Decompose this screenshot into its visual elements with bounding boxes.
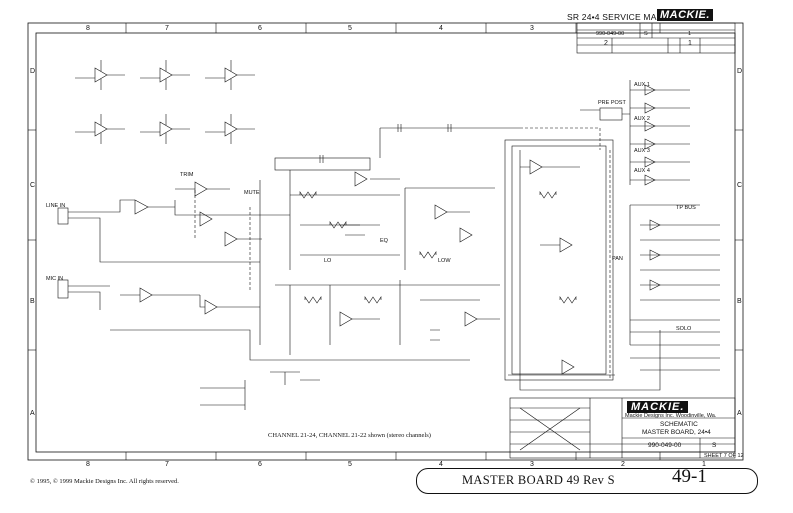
- title-block-rev: S: [712, 442, 717, 449]
- grid-col-4-top: 4: [439, 25, 443, 32]
- grid-row-d-right: D: [737, 68, 743, 75]
- grid-col-5-bottom: 5: [348, 461, 352, 468]
- title-block-board: MASTER BOARD, 24•4: [642, 429, 711, 436]
- label-tp-bus: TP BUS: [676, 205, 696, 211]
- grid-col-3-top: 3: [530, 25, 534, 32]
- grid-row-b-right: B: [737, 298, 742, 305]
- grid-col-1-bottom: 1: [702, 461, 706, 468]
- grid-row-b-left: B: [30, 298, 35, 305]
- brand-logo: MACKIE.: [657, 9, 713, 21]
- grid-col-6-top: 6: [258, 25, 262, 32]
- grid-row-c-right: C: [737, 182, 743, 189]
- grid-col-8-bottom: 8: [86, 461, 90, 468]
- grid-row-a-left: A: [30, 410, 35, 417]
- grid-col-4-bottom: 4: [439, 461, 443, 468]
- title-block-doc: 990-049-00: [648, 442, 682, 449]
- label-lo: LO: [324, 258, 332, 264]
- schematic-caption: CHANNEL 21-24, CHANNEL 21-22 shown (ster…: [268, 432, 431, 439]
- label-mute: MUTE: [244, 190, 260, 196]
- label-aux-4: AUX 4: [634, 168, 650, 174]
- grid-col-8-top: 8: [86, 25, 90, 32]
- rev-sheet-number: 1: [688, 31, 692, 37]
- title-block-brand: MACKIE.: [627, 401, 689, 413]
- label-pre-post: PRE POST: [598, 100, 626, 106]
- grid-col-7-bottom: 7: [165, 461, 169, 468]
- footer-document-name: MASTER BOARD 49 Rev S: [462, 473, 615, 487]
- grid-row-d-left: D: [30, 68, 36, 75]
- label-trim: TRIM: [180, 172, 194, 178]
- label-line-in: LINE IN: [46, 203, 66, 209]
- label-mic-in: MIC IN: [46, 276, 64, 282]
- grid-col-7-top: 7: [165, 25, 169, 32]
- grid-col-3-bottom: 3: [530, 461, 534, 468]
- rev-letter: S: [644, 31, 648, 37]
- title-block-type: SCHEMATIC: [660, 421, 698, 428]
- grid-row-c-left: C: [30, 182, 36, 189]
- label-low: LOW: [438, 258, 451, 264]
- title-block-company: Mackie Designs Inc. Woodinville, Wa.: [625, 413, 717, 419]
- copyright-notice: © 1995, © 1999 Mackie Designs Inc. All r…: [30, 478, 179, 485]
- label-aux-3: AUX 3: [634, 148, 650, 154]
- grid-col-2-top: 2: [604, 40, 608, 47]
- grid-col-1-top: 1: [688, 40, 692, 47]
- label-aux-2: AUX 2: [634, 116, 650, 122]
- footer-box: [416, 468, 758, 494]
- grid-col-2-bottom: 2: [621, 461, 625, 468]
- label-solo: SOLO: [676, 326, 692, 332]
- footer-page-number: 49-1: [672, 466, 707, 487]
- manual-title: SR 24•4 SERVICE MANUAL: [567, 12, 681, 22]
- grid-col-5-top: 5: [348, 25, 352, 32]
- label-eq: EQ: [380, 238, 388, 244]
- label-aux-1: AUX 1: [634, 82, 650, 88]
- label-pan: PAN: [612, 256, 623, 262]
- grid-col-6-bottom: 6: [258, 461, 262, 468]
- rev-doc-number: 990-049-00: [596, 31, 625, 37]
- title-block-sheet: SHEET 7 OF 12: [704, 453, 744, 459]
- grid-row-a-right: A: [737, 410, 742, 417]
